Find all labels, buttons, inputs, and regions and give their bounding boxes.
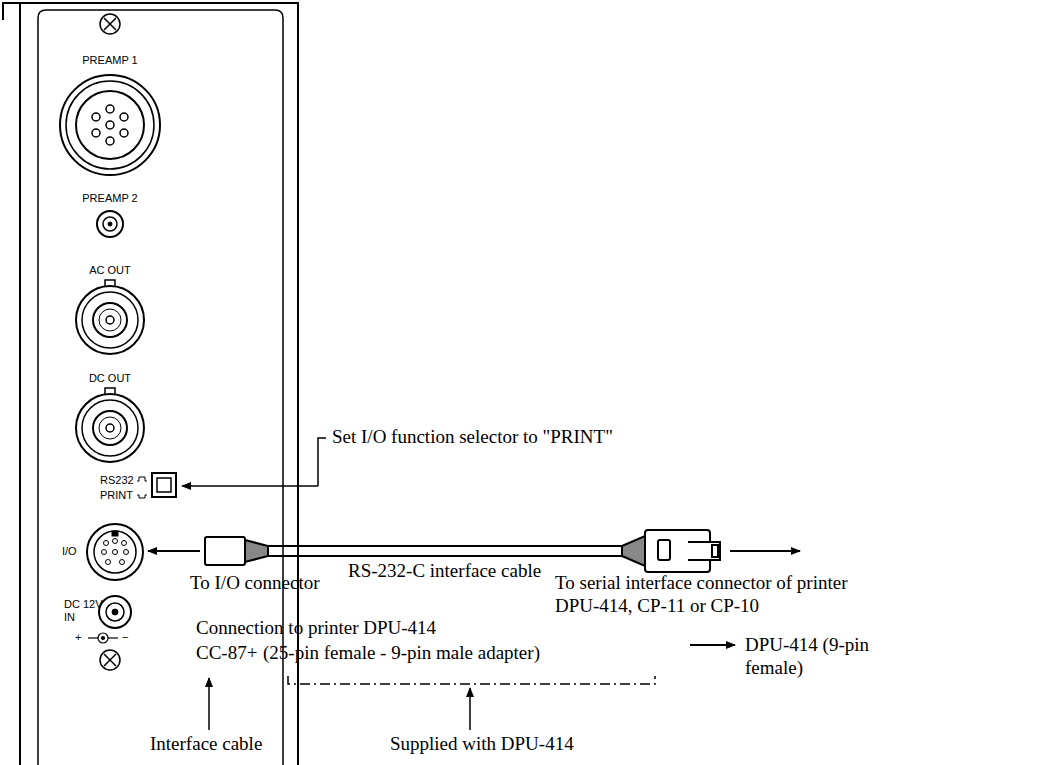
polarity-symbol (88, 633, 118, 643)
cable-model: CC-87+ (196, 642, 257, 665)
switch-position: RS232 (100, 474, 134, 487)
preamp2-connector (97, 211, 123, 237)
cable-name: RS-232-C interface cable (348, 560, 541, 583)
note-text: To serial interface connector of printer… (555, 572, 855, 618)
bnc-connector (76, 280, 144, 354)
note-text: Interface cable (150, 733, 262, 756)
note-text: Set I/O function selector to "PRINT" (332, 426, 613, 449)
connector-name: PREAMP 1 (82, 54, 137, 67)
panel-frame (3, 3, 298, 765)
switch-position: PRINT (100, 489, 133, 502)
preamp1-connector (60, 75, 160, 175)
connector-name: PREAMP 2 (82, 192, 137, 205)
note-text: To I/O connector (190, 572, 320, 595)
connector-name: I/O (62, 545, 77, 558)
connector-name: AC OUT (89, 264, 131, 277)
polarity-sign: − (122, 631, 128, 644)
printer-name: DPU-414 (9-pin female) (745, 634, 880, 680)
bnc-connector (76, 388, 144, 462)
io-connector (87, 524, 143, 580)
dc-jack (99, 596, 131, 628)
note-text: Supplied with DPU-414 (390, 733, 574, 756)
selector-switch (137, 473, 176, 498)
screw (100, 14, 120, 34)
connector-name: DC OUT (89, 372, 131, 385)
screw (100, 650, 120, 670)
connector-name: DC 12V IN (64, 598, 104, 624)
note-text: Connection to printer DPU-414 (196, 617, 436, 640)
polarity-sign: + (75, 631, 81, 644)
adapter-text: (25-pin female - 9-pin male adapter) (263, 642, 540, 665)
